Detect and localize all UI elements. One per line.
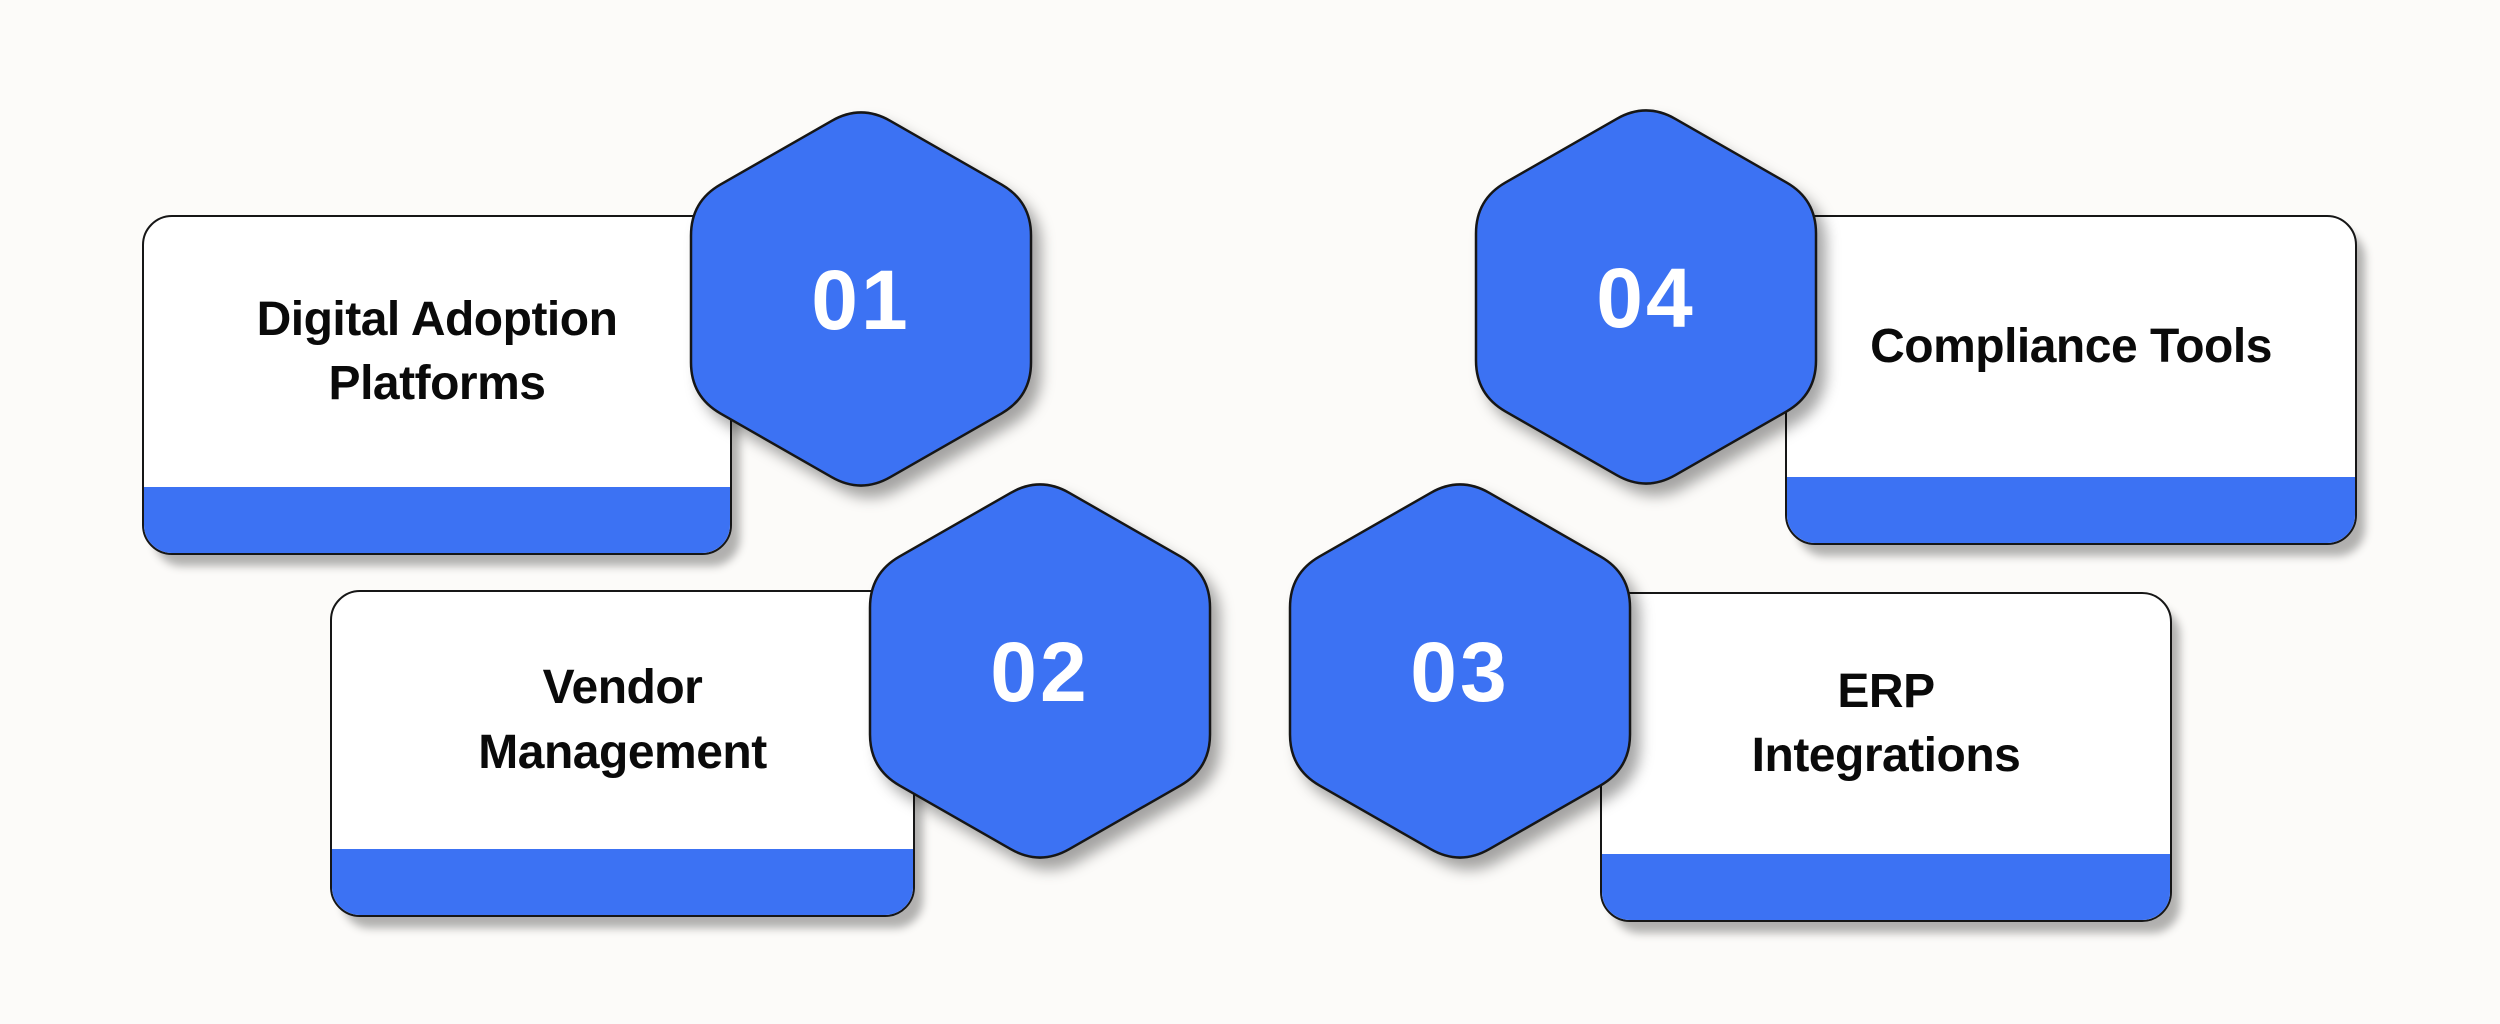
hexagon-number: 01 bbox=[811, 253, 910, 347]
hexagon-outline bbox=[1474, 109, 1818, 485]
card-label: Vendor Management bbox=[478, 661, 767, 779]
hexagon-outline bbox=[868, 483, 1212, 859]
hexagon-03: 03 bbox=[1284, 470, 1636, 872]
card-label: Digital Adoption Platforms bbox=[256, 292, 618, 410]
hexagon-shape: 03 bbox=[1288, 483, 1632, 859]
card-digital-adoption-platforms: Digital Adoption Platforms bbox=[142, 215, 732, 555]
hexagon-number: 04 bbox=[1596, 251, 1695, 345]
card-accent-bar bbox=[332, 849, 913, 915]
card-label: Compliance Tools bbox=[1870, 319, 2272, 373]
card-accent-bar bbox=[1787, 477, 2355, 543]
hexagon-shape: 01 bbox=[689, 111, 1033, 487]
hexagon-outline bbox=[1288, 483, 1632, 859]
card-accent-bar bbox=[144, 487, 730, 553]
card-erp-integrations: ERP Integrations bbox=[1600, 592, 2172, 922]
card-label: ERP Integrations bbox=[1751, 664, 2021, 782]
hexagon-01: 01 bbox=[685, 98, 1037, 500]
card-compliance-tools: Compliance Tools bbox=[1785, 215, 2357, 545]
hexagon-number: 02 bbox=[990, 625, 1089, 719]
hexagon-shape: 04 bbox=[1474, 109, 1818, 485]
card-vendor-management: Vendor Management bbox=[330, 590, 915, 917]
hexagon-shape: 02 bbox=[868, 483, 1212, 859]
card-accent-bar bbox=[1602, 854, 2170, 920]
hexagon-04: 04 bbox=[1470, 96, 1822, 498]
hexagon-outline bbox=[689, 111, 1033, 487]
hexagon-02: 02 bbox=[864, 470, 1216, 872]
hexagon-number: 03 bbox=[1410, 625, 1509, 719]
